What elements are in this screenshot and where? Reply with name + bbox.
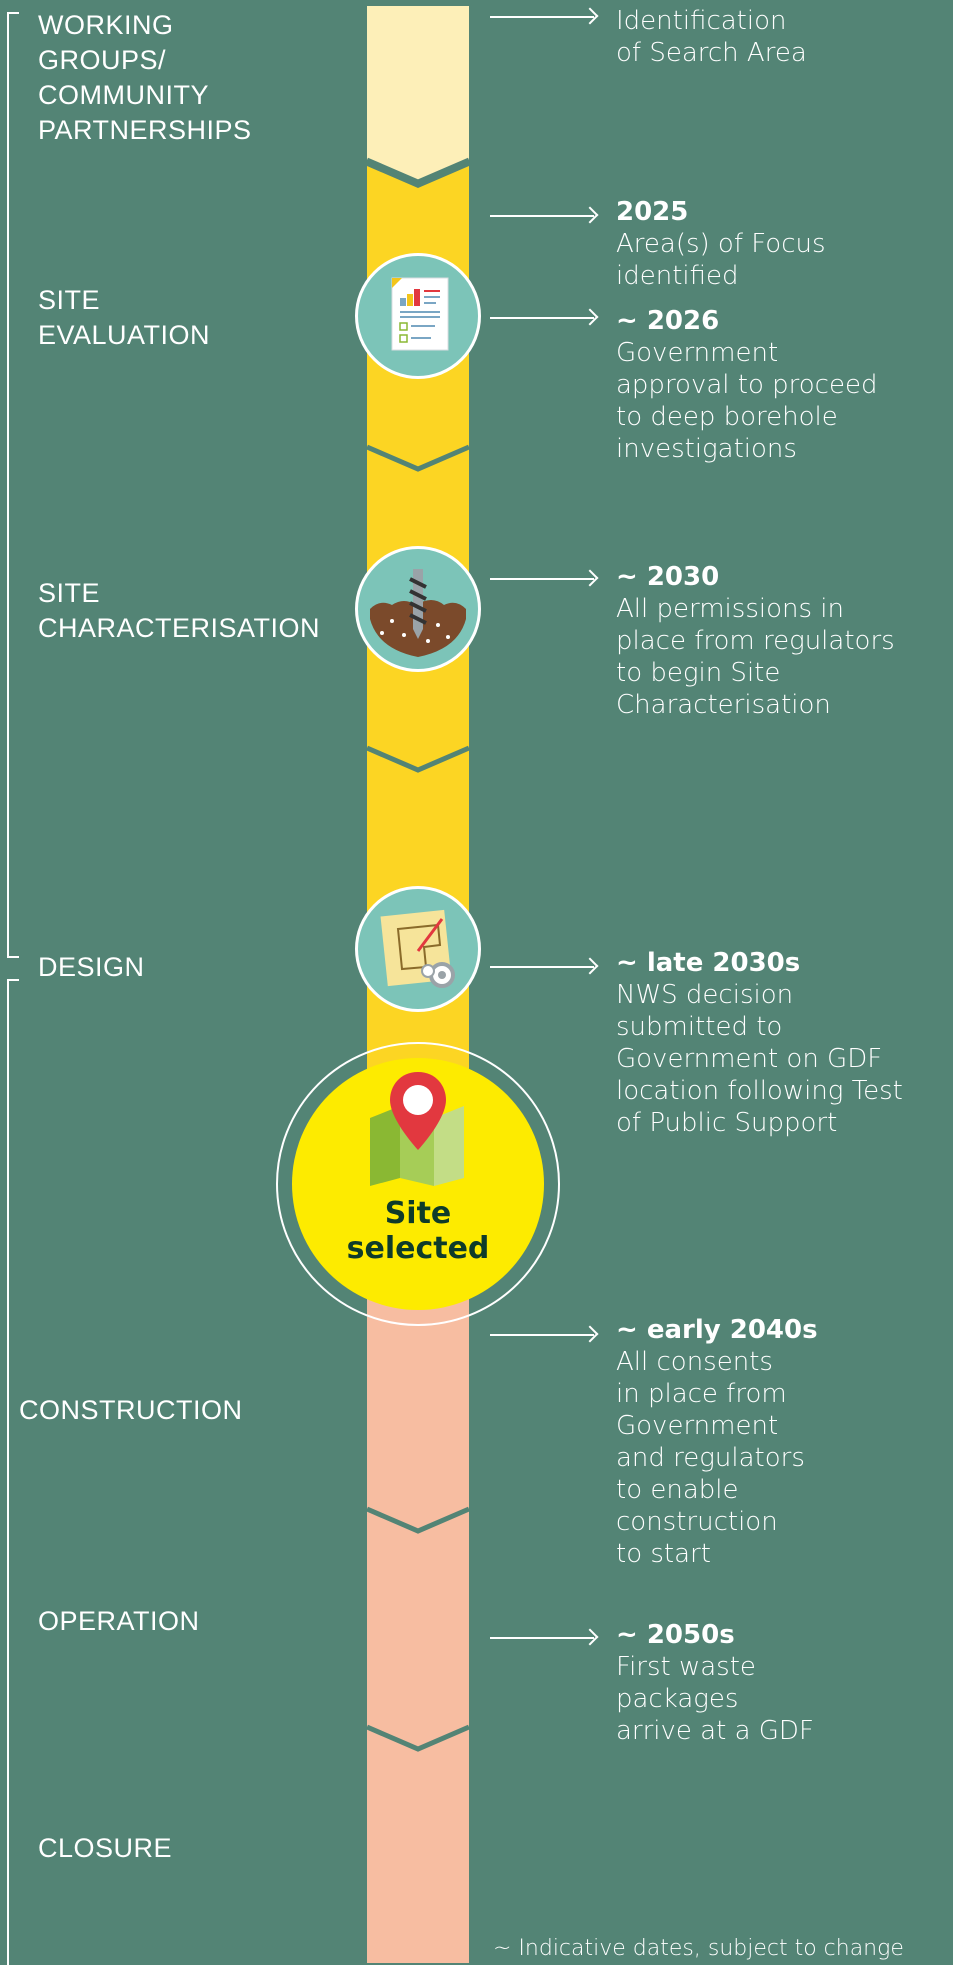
chevron-divider bbox=[366, 157, 470, 185]
milestone-2050s: ~ 2050s First waste packages arrive at a… bbox=[616, 1619, 946, 1747]
milestone-2030: ~ 2030 All permissions in place from reg… bbox=[616, 561, 946, 721]
footnote: ~ Indicative dates, subject to change bbox=[493, 1936, 904, 1961]
site-selected-line2: selected bbox=[346, 1231, 490, 1266]
milestone-early-2040s: ~ early 2040s All consents in place from… bbox=[616, 1314, 946, 1570]
stage-site-evaluation: SITE EVALUATION bbox=[38, 285, 211, 350]
arrow bbox=[490, 16, 594, 18]
arrow bbox=[490, 1637, 594, 1639]
stage-closure: CLOSURE bbox=[38, 1833, 173, 1863]
bracket-post-siting bbox=[7, 979, 19, 1965]
milestone-text: All consents in place from Government an… bbox=[616, 1347, 805, 1569]
band-segment-working-groups bbox=[367, 6, 469, 182]
chevron-divider bbox=[366, 444, 470, 472]
milestone-date: ~ late 2030s bbox=[616, 948, 801, 978]
arrow bbox=[490, 215, 594, 217]
milestone-text: First waste packages arrive at a GDF bbox=[616, 1652, 814, 1746]
stage-design: DESIGN bbox=[38, 952, 145, 982]
drill-icon bbox=[355, 546, 481, 672]
milestone-date: ~ 2030 bbox=[616, 562, 720, 592]
stage-operation: OPERATION bbox=[38, 1606, 200, 1636]
site-selected-line1: Site bbox=[384, 1196, 452, 1231]
chevron-divider bbox=[366, 745, 470, 773]
report-icon bbox=[355, 253, 481, 379]
milestone-text: Area(s) of Focus identified bbox=[616, 229, 826, 291]
stage-site-characterisation: SITE CHARACTERISATION bbox=[38, 578, 321, 643]
blueprint-icon bbox=[355, 886, 481, 1012]
milestone-date: ~ early 2040s bbox=[616, 1315, 818, 1345]
milestone-2026: ~ 2026 Government approval to proceed to… bbox=[616, 305, 946, 465]
site-selected-ring bbox=[276, 1042, 560, 1326]
map-pin-icon bbox=[370, 1072, 464, 1186]
milestone-date: ~ 2026 bbox=[616, 306, 720, 336]
milestone-text: Identification of Search Area bbox=[616, 6, 807, 68]
milestone-text: All permissions in place from regulators… bbox=[616, 594, 895, 720]
milestone-date: 2025 bbox=[616, 197, 689, 227]
chevron-divider bbox=[366, 1506, 470, 1534]
band-segment-construction bbox=[367, 1250, 469, 1963]
arrow bbox=[490, 578, 594, 580]
milestone-search-area: Identification of Search Area bbox=[616, 5, 946, 69]
milestone-text: Government approval to proceed to deep b… bbox=[616, 338, 878, 464]
chevron-divider bbox=[366, 1724, 470, 1752]
milestone-late-2030s: ~ late 2030s NWS decision submitted to G… bbox=[616, 947, 946, 1139]
arrow bbox=[490, 317, 594, 319]
milestone-date: ~ 2050s bbox=[616, 1620, 735, 1650]
stage-construction: CONSTRUCTION bbox=[19, 1395, 243, 1425]
bracket-pre-siting bbox=[7, 12, 19, 958]
milestone-2025: 2025 Area(s) of Focus identified bbox=[616, 196, 946, 292]
stage-working-groups: WORKING GROUPS/ COMMUNITY PARTNERSHIPS bbox=[38, 10, 252, 145]
arrow bbox=[490, 966, 594, 968]
site-selected-label: Site selected bbox=[292, 1196, 544, 1266]
milestone-text: NWS decision submitted to Government on … bbox=[616, 980, 903, 1138]
arrow bbox=[490, 1334, 594, 1336]
